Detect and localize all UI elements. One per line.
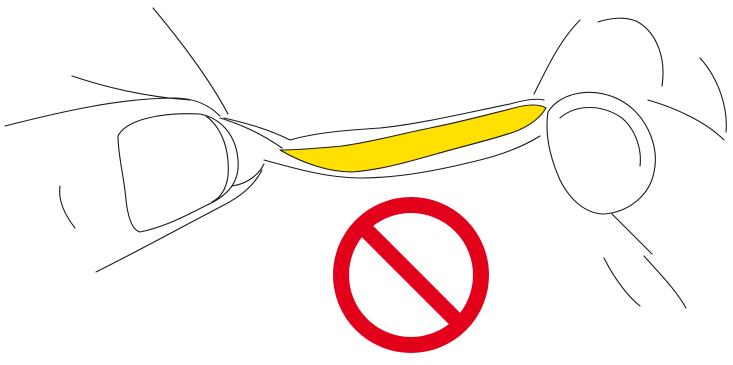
right-hand-icon	[504, 18, 726, 308]
left-hand-icon	[5, 8, 282, 272]
prohibition-sign-icon	[341, 205, 481, 345]
tape-strip-icon	[224, 99, 546, 178]
